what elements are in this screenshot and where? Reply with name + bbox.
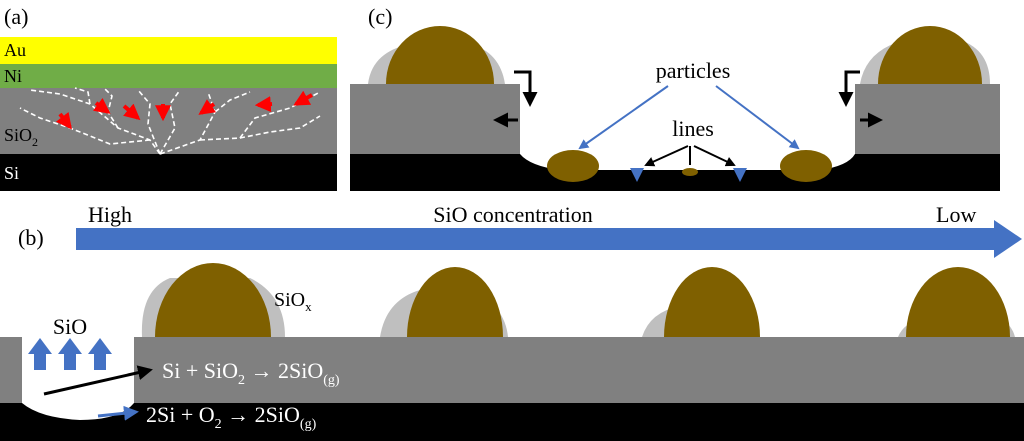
- line-marker-left: [630, 168, 644, 182]
- lines-label: lines: [672, 116, 714, 141]
- sio-label: SiO: [53, 314, 87, 339]
- red-arrow: [92, 97, 111, 114]
- red-arrow: [122, 103, 141, 121]
- siox-label: SiOx: [274, 289, 312, 314]
- reaction2-arrow: [97, 405, 139, 421]
- particles-pointer-left: [578, 85, 669, 150]
- gradient-center-label: SiO concentration: [433, 202, 592, 227]
- b-si-substrate: [0, 403, 1024, 441]
- lines-pointer-right: [693, 145, 736, 167]
- b-particle-1: [155, 263, 271, 337]
- red-arrow: [198, 99, 217, 115]
- ni-layer: [0, 64, 337, 88]
- trench: [520, 154, 855, 170]
- si-label: Si: [4, 163, 19, 183]
- au-layer: [0, 37, 337, 64]
- b-particle-4: [906, 267, 1010, 337]
- si-substrate: [0, 154, 337, 191]
- particles-pointer-right: [715, 85, 800, 150]
- panel-c: (c) particles lines: [350, 4, 1000, 191]
- sio2-layer: [0, 88, 337, 154]
- panel-b: (b) High SiO concentration Low SiOx: [0, 202, 1024, 441]
- b-particle-3: [664, 267, 760, 337]
- panel-b-label: (b): [18, 225, 44, 250]
- ni-label: Ni: [4, 66, 22, 86]
- diffusion-arrows: [55, 90, 313, 130]
- line-marker-right: [733, 168, 747, 182]
- lines-pointer-left: [644, 145, 689, 167]
- panel-a: (a) Au Ni SiO2 Si: [0, 4, 337, 191]
- au-label: Au: [4, 40, 26, 60]
- c-arrow-down-left: [514, 70, 538, 107]
- reaction1-arrow: [43, 365, 153, 396]
- trench-particle-small: [682, 168, 698, 176]
- b-oxide-layer: [134, 337, 1024, 403]
- trench-particle-left: [547, 150, 599, 182]
- sio2-label: SiO2: [4, 125, 38, 149]
- b-oxide-left-stub: [0, 337, 22, 403]
- c-arrow-down-right: [838, 70, 860, 107]
- c-particle-right: [878, 26, 982, 84]
- gradient-high-label: High: [88, 202, 132, 227]
- up-arrow: [88, 338, 112, 370]
- particles-label: particles: [656, 58, 731, 83]
- gradient-low-label: Low: [936, 202, 976, 227]
- trench-particle-right: [780, 150, 832, 182]
- red-arrow: [293, 90, 313, 106]
- up-arrow: [58, 338, 82, 370]
- up-arrow: [28, 338, 52, 370]
- c-particle-left: [386, 26, 494, 84]
- panel-c-label: (c): [368, 4, 392, 29]
- red-arrow: [254, 96, 273, 113]
- reaction1-text: Si + SiO2 → 2SiO(g): [162, 358, 340, 388]
- concentration-arrow-head: [994, 220, 1022, 258]
- red-arrow: [55, 111, 72, 130]
- panel-a-label: (a): [4, 4, 28, 29]
- b-particle-2: [407, 267, 503, 337]
- reaction2-text: 2Si + O2 → 2SiO(g): [146, 402, 317, 432]
- c-oxide-left: [350, 84, 520, 154]
- sio-up-arrows: [28, 338, 112, 370]
- concentration-arrow-body: [76, 228, 996, 250]
